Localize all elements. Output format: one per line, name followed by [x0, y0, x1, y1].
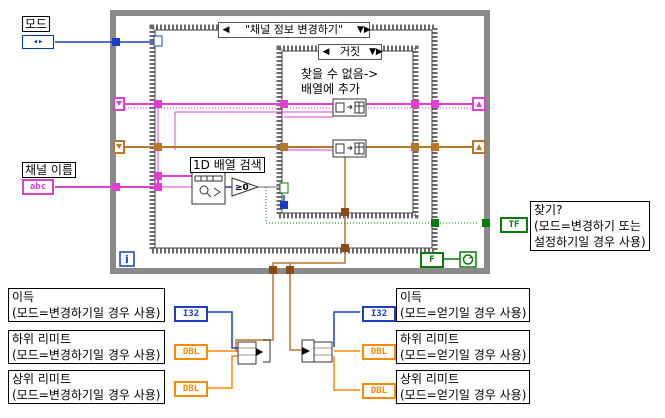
gain-control-label-1: 이득: [12, 290, 35, 304]
gain-indicator[interactable]: I32: [362, 306, 396, 322]
found-label-line-1: 찾기?: [534, 203, 563, 217]
inner-case-selector[interactable]: ◀ 거짓 ▼▶: [318, 44, 383, 60]
shift-register-left-bottom: [113, 140, 125, 154]
gain-indicator-label: 이득 (모드=얻기일 경우 사용): [396, 288, 531, 322]
comment-line-2: 배열에 추가: [301, 82, 361, 96]
gain-control-label-2: (모드=변경하기일 경우 사용): [12, 306, 161, 320]
low-limit-indicator[interactable]: DBL: [362, 344, 396, 360]
loop-index-glyph: i: [125, 253, 129, 266]
high-limit-control-label: 상위 리미트 (모드=변경하기일 경우 사용): [8, 370, 165, 404]
high-limit-indicator-label-2: (모드=얻기일 경우 사용): [400, 388, 527, 402]
low-limit-indicator-label-2: (모드=얻기일 경우 사용): [400, 348, 527, 362]
low-limit-indicator-label-1: 하위 리미트: [400, 332, 460, 346]
high-limit-control-label-1: 상위 리미트: [12, 372, 72, 386]
gain-control[interactable]: I32: [174, 306, 208, 322]
high-limit-indicator[interactable]: DBL: [362, 383, 396, 399]
shift-register-right-top: [472, 97, 486, 111]
shift-register-right-bottom: [472, 140, 486, 154]
outer-case-selector-label: "채널 정보 변경하기": [244, 23, 344, 36]
channel-name-control[interactable]: abc: [22, 179, 54, 195]
gain-indicator-label-1: 이득: [400, 290, 423, 304]
low-limit-control-label-1: 하위 리미트: [12, 332, 72, 346]
insert-array-node-bottom: [332, 139, 367, 158]
low-limit-indicator-label: 하위 리미트 (모드=얻기일 경우 사용): [396, 330, 531, 364]
low-limit-control[interactable]: DBL: [174, 344, 208, 360]
insert-array-node-top: [332, 98, 367, 117]
while-loop-frame: [110, 10, 490, 274]
outer-case-selector[interactable]: ◀ "채널 정보 변경하기" ▼▶: [218, 22, 371, 38]
gain-indicator-label-2: (모드=얻기일 경우 사용): [400, 306, 527, 320]
mode-control[interactable]: ◂▸: [22, 35, 54, 49]
channel-name-label: 채널 이름: [22, 162, 76, 178]
inner-case-selector-label: 거짓: [339, 45, 361, 58]
gain-control-label: 이득 (모드=변경하기일 경우 사용): [8, 288, 165, 322]
compare-node-glyph: ≥0: [235, 183, 249, 193]
low-limit-control-label-2: (모드=변경하기일 경우 사용): [12, 348, 161, 362]
found-label-line-3: 설정하기일 경우 사용): [534, 235, 646, 249]
bundle-node: [237, 339, 271, 365]
search-node-label: 1D 배열 검색: [190, 157, 265, 173]
high-limit-control[interactable]: DBL: [174, 381, 208, 397]
mode-label: 모드: [22, 16, 51, 32]
high-limit-indicator-label-1: 상위 리미트: [400, 372, 460, 386]
shift-register-left-top: [113, 97, 125, 111]
comment-text: 찾을 수 없음-> 배열에 추가: [301, 67, 379, 97]
high-limit-control-label-2: (모드=변경하기일 경우 사용): [12, 388, 161, 402]
found-indicator[interactable]: TF: [500, 217, 528, 233]
unbundle-node: [301, 339, 333, 363]
comment-line-1: 찾을 수 없음->: [301, 67, 379, 81]
low-limit-control-label: 하위 리미트 (모드=변경하기일 경우 사용): [8, 330, 165, 364]
stop-false-constant[interactable]: F: [420, 252, 444, 268]
found-indicator-label: 찾기? (모드=변경하기 또는 설정하기일 경우 사용): [530, 201, 650, 251]
found-label-line-2: (모드=변경하기 또는: [534, 219, 641, 233]
greater-equal-zero-node: [231, 177, 260, 197]
high-limit-indicator-label: 상위 리미트 (모드=얻기일 경우 사용): [396, 370, 531, 404]
search-1d-array-node: [191, 171, 226, 205]
